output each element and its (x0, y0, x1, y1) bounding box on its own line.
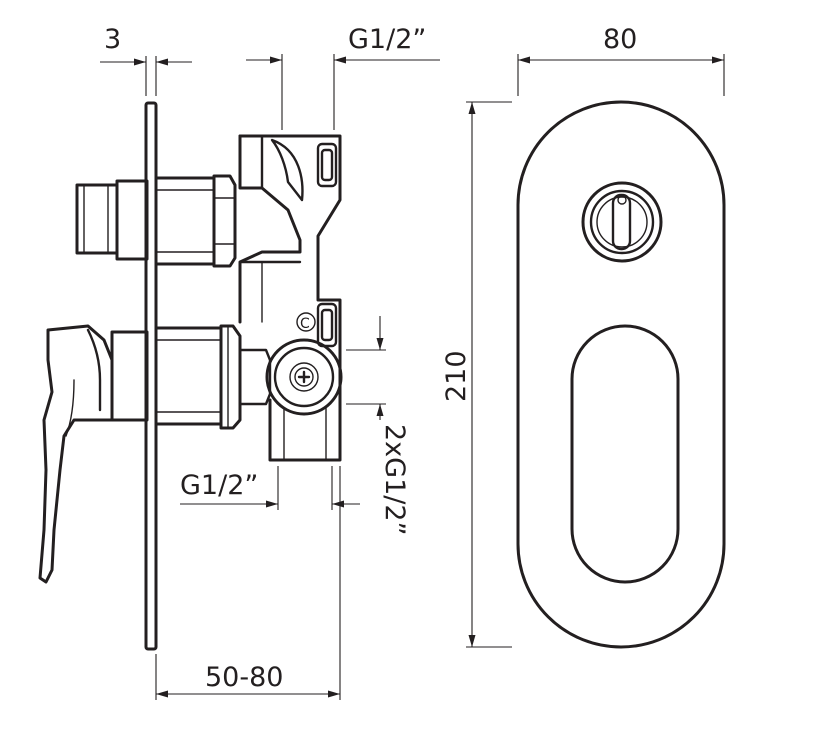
cold-mark-label: C (300, 316, 310, 332)
dim-plate-width: 80 (517, 24, 725, 96)
side-view: C (38, 101, 343, 651)
valve-body (238, 134, 342, 462)
dim-side-outlets: 2xG1/2” (346, 316, 410, 536)
side-outlet-fitting (265, 338, 343, 416)
dim-bottom-thread: G1/2” (180, 466, 360, 510)
lever-slot (570, 324, 680, 584)
dim-top-thread-label: G1/2” (348, 24, 426, 55)
dim-plate-thickness: 3 (100, 24, 192, 96)
dim-bottom-thread-label: G1/2” (180, 470, 258, 501)
dim-plate-width-label: 80 (603, 24, 637, 55)
mixer-spindle (110, 324, 272, 430)
dim-plate-height: 210 (441, 101, 512, 648)
front-plate-outline (516, 100, 726, 649)
dim-top-thread: G1/2” (246, 24, 440, 130)
dim-plate-height-label: 210 (441, 350, 472, 402)
diverter-knob (581, 181, 663, 263)
dim-depth-label: 50-80 (205, 662, 283, 693)
diverter-cartridge (75, 174, 237, 268)
dim-side-outlets-label: 2xG1/2” (379, 424, 410, 536)
front-view (516, 100, 726, 649)
cold-marking: C (296, 312, 316, 332)
lever-handle (38, 324, 114, 584)
dim-plate-thickness-label: 3 (104, 24, 121, 55)
dim-depth: 50-80 (155, 466, 341, 700)
